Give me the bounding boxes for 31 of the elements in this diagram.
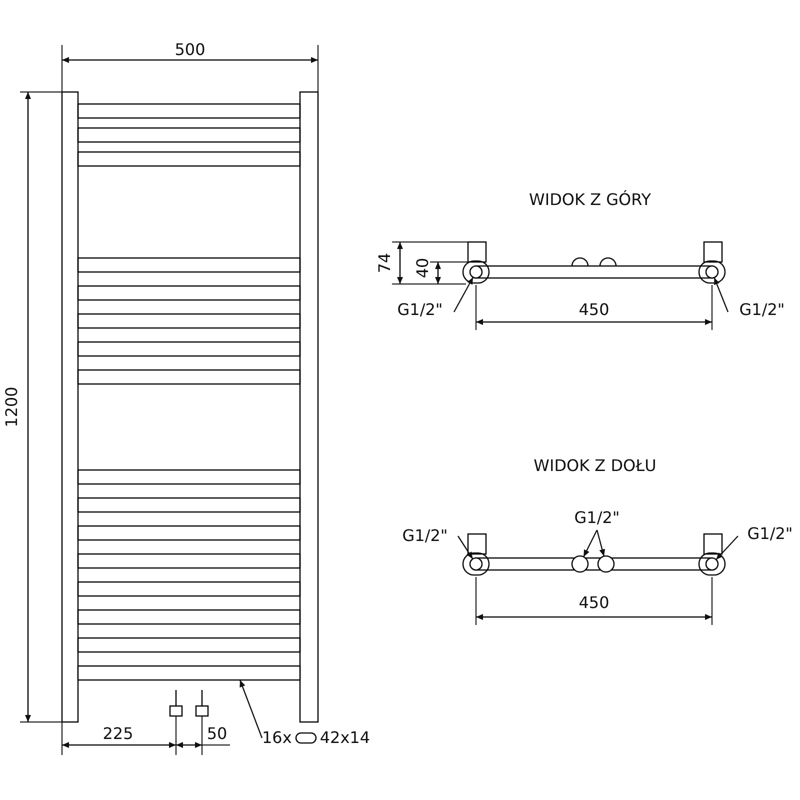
thread-label: G1/2" bbox=[397, 302, 443, 318]
connection-port bbox=[469, 265, 483, 279]
thread-label: G1/2" bbox=[739, 302, 785, 318]
dimension-value: 225 bbox=[102, 726, 134, 742]
dimension-value: 450 bbox=[578, 302, 610, 318]
heating-bar bbox=[77, 665, 301, 681]
dimension-value: 74 bbox=[377, 252, 393, 274]
connection-port bbox=[571, 555, 589, 573]
leader-line bbox=[596, 530, 606, 556]
leader-line bbox=[458, 536, 474, 560]
leader-line bbox=[239, 680, 263, 738]
dimension-value: 450 bbox=[578, 595, 610, 611]
thread-label: G1/2" bbox=[747, 526, 793, 542]
dimension-value: 50 bbox=[206, 726, 228, 742]
leader-line bbox=[453, 276, 474, 312]
dimension-value: 40 bbox=[415, 258, 431, 278]
thread-label: G1/2" bbox=[574, 510, 620, 526]
thread-label: G1/2" bbox=[402, 528, 448, 544]
leader-line bbox=[716, 536, 738, 560]
view-title: WIDOK Z GÓRY bbox=[529, 192, 651, 208]
bar-size: 42x14 bbox=[320, 730, 370, 746]
view-title: WIDOK Z DOŁU bbox=[534, 458, 656, 474]
connection-port bbox=[597, 555, 615, 573]
bar-count: 16x bbox=[262, 730, 292, 746]
connection-port bbox=[705, 265, 719, 279]
dimension-value: 500 bbox=[174, 42, 206, 58]
leader-line bbox=[714, 277, 729, 312]
connection-port bbox=[705, 557, 719, 571]
connection-port bbox=[469, 557, 483, 571]
dimension-value: 1200 bbox=[4, 386, 20, 428]
leader-line bbox=[583, 530, 598, 558]
